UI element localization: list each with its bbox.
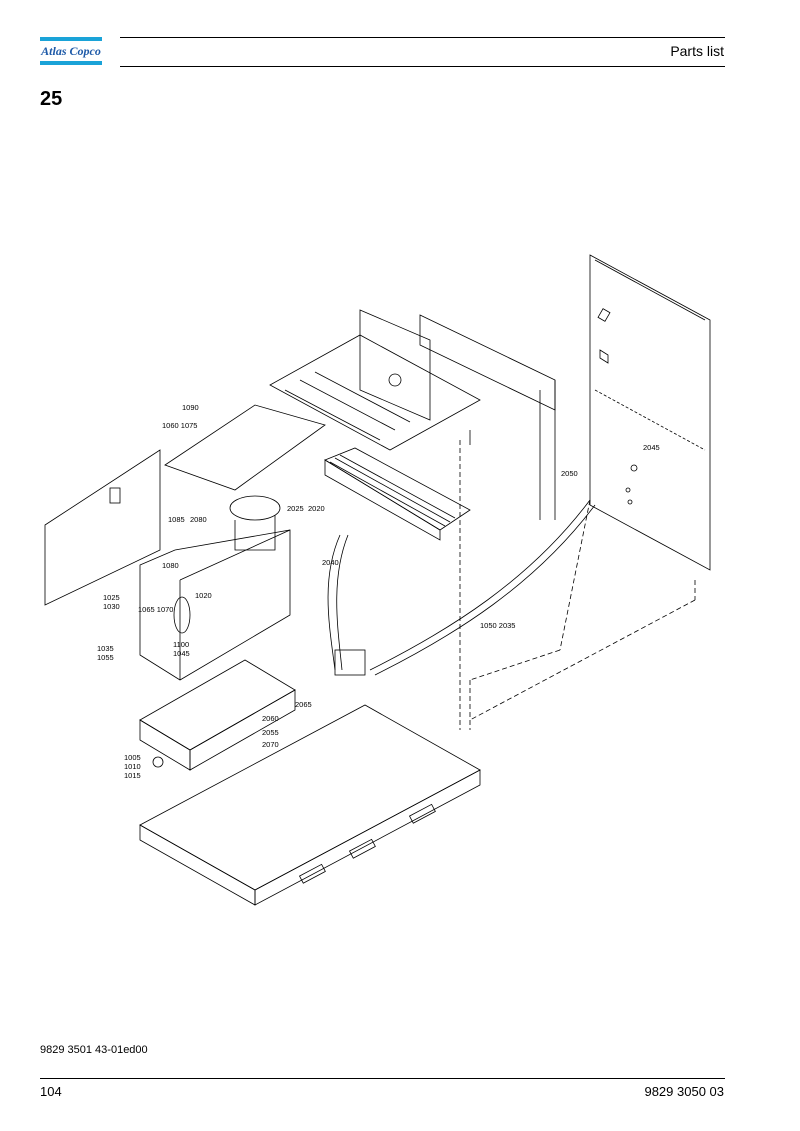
logo-top-stripe [40,37,102,41]
label-2065: 2065 [295,700,312,709]
label-2060: 2060 [262,714,279,723]
section-number: 25 [40,88,63,110]
label-1060-1075: 1060 1075 [162,421,197,430]
label-1100: 1100 [173,640,189,649]
label-1010: 1010 [124,762,141,771]
label-1030: 1030 [103,602,120,611]
label-1020: 1020 [195,591,212,600]
label-1085: 1085 [168,515,185,524]
base-plate [139,704,481,906]
top-frame [269,309,556,520]
label-2025: 2025 [287,504,304,513]
label-1090: 1090 [182,403,199,412]
logo-bottom-stripe [40,61,102,65]
label-1050-2035: 1050 2035 [480,621,515,630]
cooler [324,447,471,541]
atlas-copco-logo: Atlas Copco [40,37,102,67]
label-1005: 1005 [124,753,141,762]
label-2055: 2055 [262,728,279,737]
label-2040: 2040 [322,558,339,567]
filter-mat [164,404,326,491]
label-2050: 2050 [561,469,578,478]
label-2020: 2020 [308,504,325,513]
logo-text: Atlas Copco [40,44,101,58]
exploded-parts-drawing: 1090 1060 1075 1085 2080 1080 2025 2020 … [44,254,711,906]
label-2070: 2070 [262,740,279,749]
assembly-guide-lines [459,440,696,730]
header-title: Parts list [670,43,724,59]
label-2080: 2080 [190,515,207,524]
label-1065-1070: 1065 1070 [138,605,173,614]
base-box [139,659,296,771]
label-1015: 1015 [124,771,141,780]
hoses [327,499,596,676]
side-panel-right [589,254,711,571]
left-door-panel [44,449,161,606]
label-1080: 1080 [162,561,179,570]
label-2045: 2045 [643,443,660,452]
label-1055: 1055 [97,653,114,662]
compressor-housing [139,495,291,681]
label-1035: 1035 [97,644,114,653]
header-top-rule [120,37,725,38]
label-1025: 1025 [103,593,120,602]
page-number: 104 [40,1084,62,1099]
document-code: 9829 3501 43-01ed00 [40,1044,148,1056]
header-bottom-rule [120,66,725,67]
footer-rule [40,1078,725,1079]
label-1045: 1045 [173,649,190,658]
manual-number: 9829 3050 03 [644,1084,724,1099]
